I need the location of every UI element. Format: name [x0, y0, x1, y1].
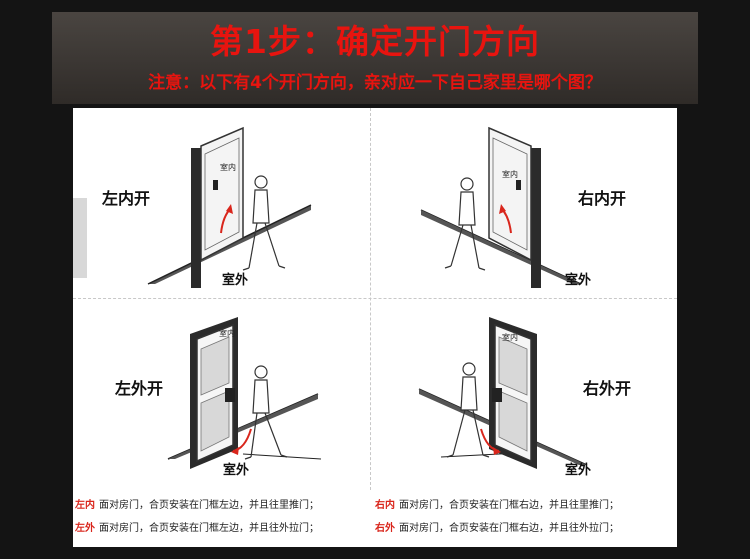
- door-direction-panel: 左内开 室内 室外 右内开 室内 室外: [73, 108, 677, 490]
- legend-item-right-in: 右内面对房门，合页安装在门框右边，并且往里推门；: [375, 499, 619, 513]
- left-in-door-illustration: [73, 126, 312, 288]
- legend-key: 左内: [75, 500, 95, 511]
- quadrant-left-in: 左内开 室内 室外: [73, 108, 370, 298]
- quadrant-label-left-in: 左内开: [102, 189, 151, 208]
- legend-key: 左外: [75, 523, 95, 534]
- page-title: 第1步：确定开门方向: [210, 22, 540, 61]
- quadrant-label-right-out: 右外开: [583, 379, 632, 398]
- outer-label-left-in: 室外: [222, 273, 249, 288]
- grid-divider-horizontal: [73, 298, 677, 299]
- page-subtitle: 注意：以下有4个开门方向，亲对应一下自己家里是哪个图？: [148, 73, 602, 93]
- inner-label-right-in: 室内: [502, 170, 518, 179]
- inner-label-left-in: 室内: [220, 163, 236, 172]
- legend-text: 面对房门，合页安装在门框右边，并且往外拉门；: [399, 523, 619, 534]
- inner-label-right-out: 室内: [502, 333, 518, 342]
- legend-item-left-out: 左外面对房门，合页安装在门框左边，并且往外拉门；: [75, 522, 319, 536]
- right-out-door-illustration: [418, 317, 588, 469]
- quadrant-label-left-out: 左外开: [115, 379, 164, 398]
- legend-key: 右外: [375, 523, 395, 534]
- outer-label-right-out: 室外: [565, 463, 592, 478]
- legend-text: 面对房门，合页安装在门框右边，并且往里推门；: [399, 500, 619, 511]
- quadrant-left-out: 左外开 室内 室外: [73, 299, 370, 490]
- left-out-door-illustration: [167, 317, 322, 469]
- quadrant-right-in: 右内开 室内 室外: [371, 108, 677, 298]
- outer-label-left-out: 室外: [223, 463, 250, 478]
- outer-label-right-in: 室外: [565, 273, 592, 288]
- header-banner: 第1步：确定开门方向 注意：以下有4个开门方向，亲对应一下自己家里是哪个图？: [52, 12, 698, 104]
- right-in-door-illustration: [420, 126, 582, 288]
- quadrant-label-right-in: 右内开: [578, 189, 627, 208]
- legend-text: 面对房门，合页安装在门框左边，并且往里推门；: [99, 500, 319, 511]
- inner-label-left-out: 室内: [219, 329, 235, 338]
- quadrant-right-out: 右外开 室内 室外: [371, 299, 677, 490]
- legend-key: 右内: [375, 500, 395, 511]
- legend-text: 面对房门，合页安装在门框左边，并且往外拉门；: [99, 523, 319, 534]
- legend-item-left-in: 左内面对房门，合页安装在门框左边，并且往里推门；: [75, 499, 319, 513]
- grid-divider-vertical: [370, 108, 371, 490]
- legend-item-right-out: 右外面对房门，合页安装在门框右边，并且往外拉门；: [375, 522, 619, 536]
- legend-box: 左内面对房门，合页安装在门框左边，并且往里推门； 右内面对房门，合页安装在门框右…: [73, 490, 677, 547]
